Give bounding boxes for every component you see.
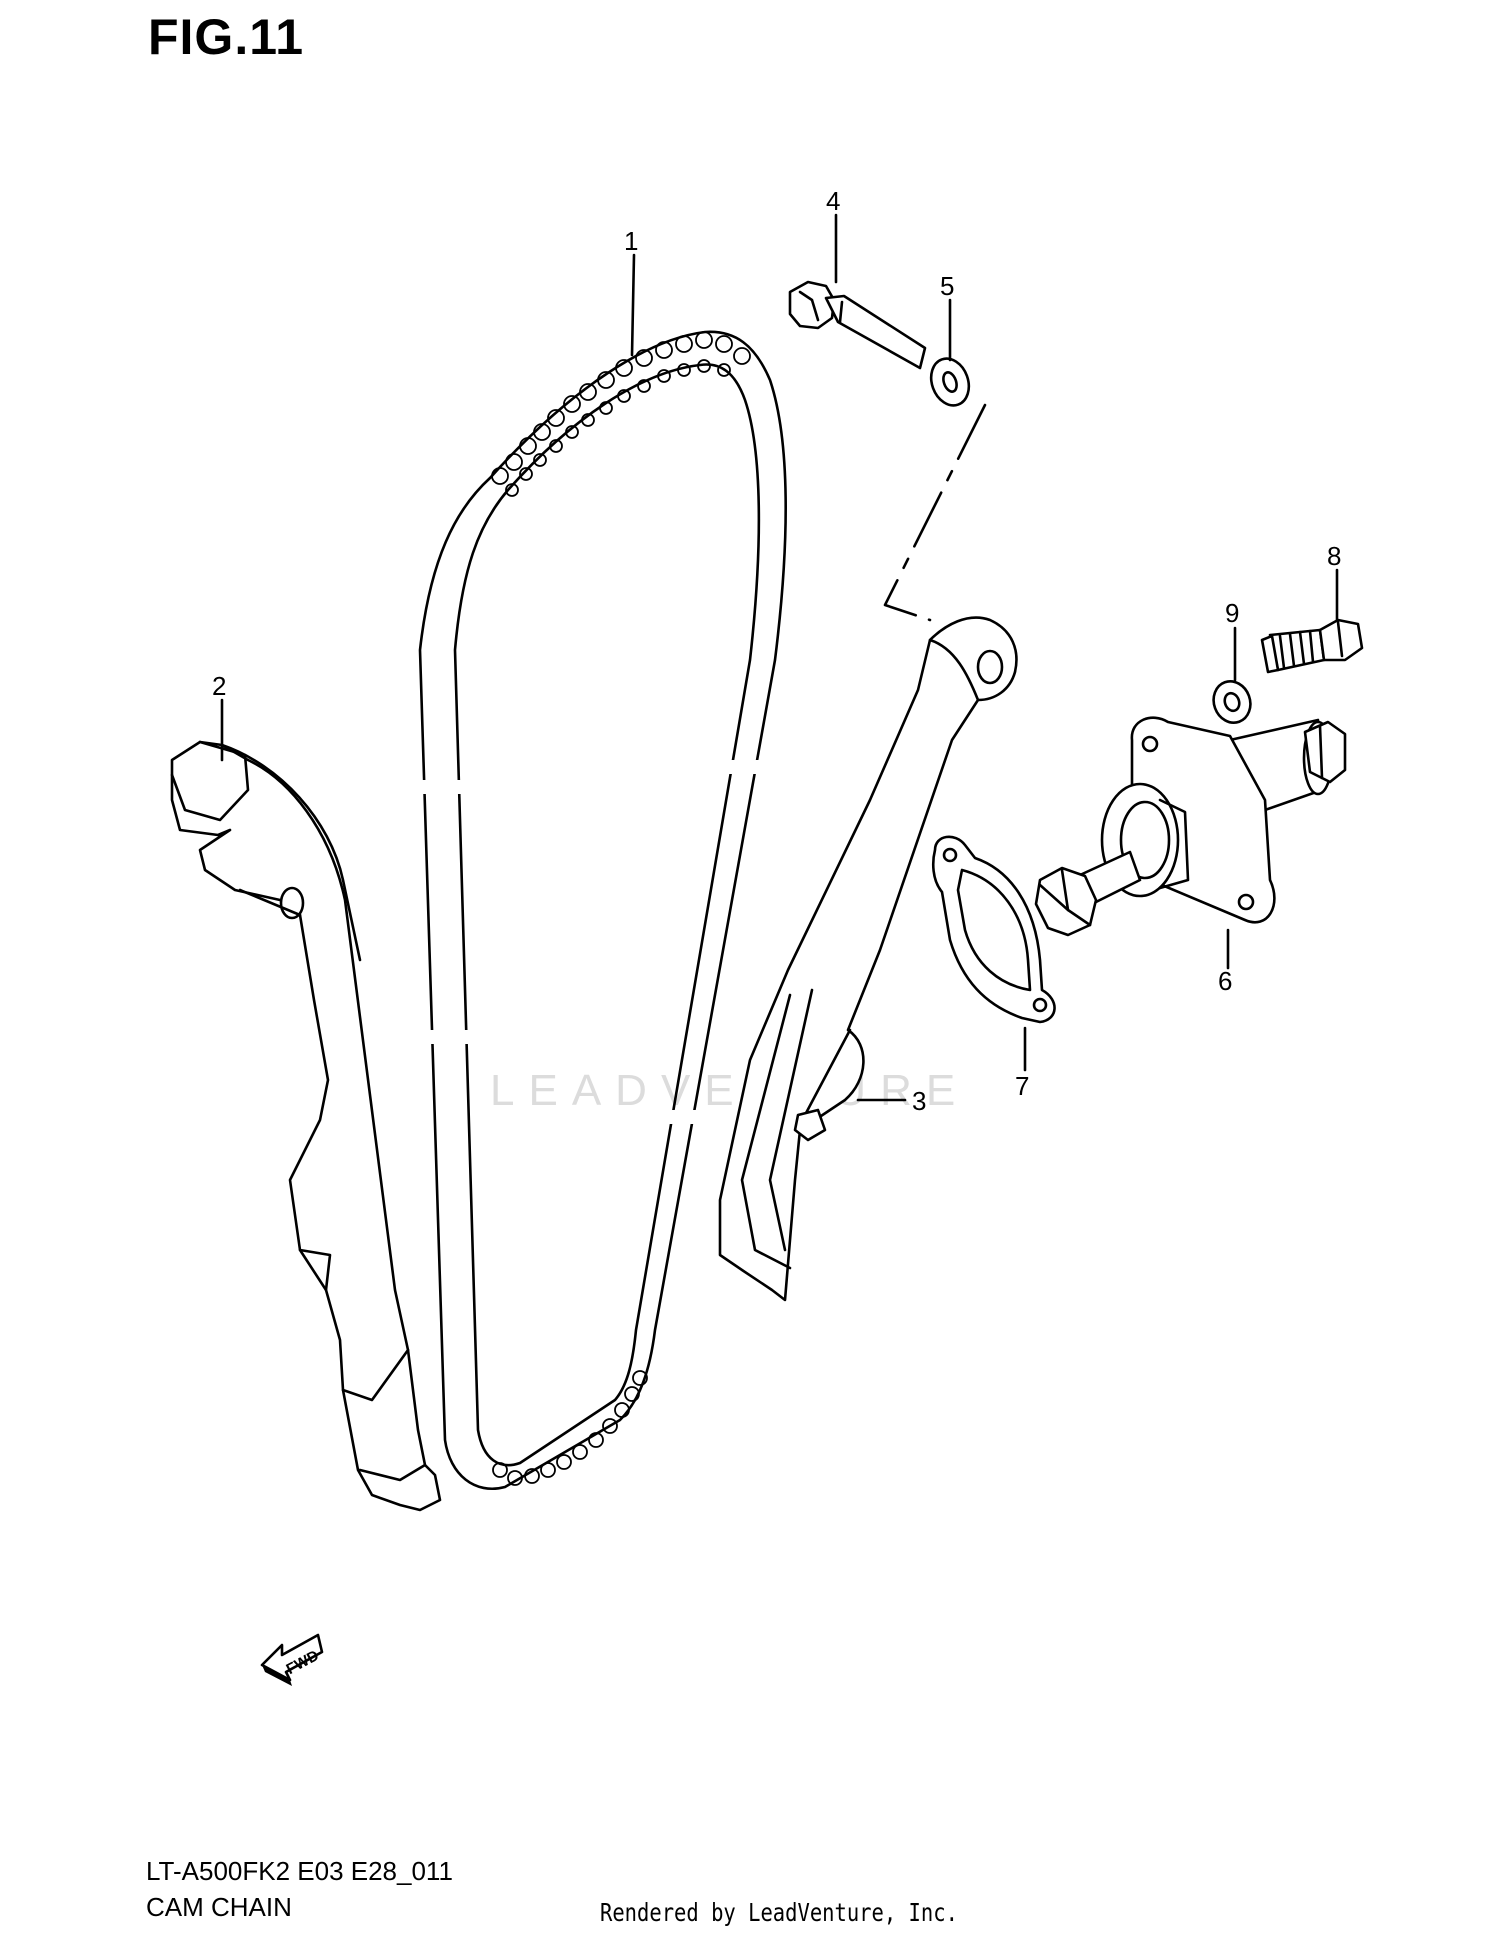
leader-lines — [220, 213, 1339, 1102]
cam-chain-tensioner — [1034, 716, 1347, 937]
part-label-2: 2 — [212, 671, 226, 701]
watermark-text: LEADVENTURE — [490, 1066, 969, 1115]
gasket — [931, 835, 1056, 1024]
part-label-1: 1 — [624, 226, 638, 256]
pivot-bolt — [788, 280, 927, 370]
washer-5 — [929, 357, 971, 407]
part-label-6: 6 — [1218, 966, 1232, 996]
front-chain-guide — [170, 740, 442, 1512]
part-label-3: 3 — [912, 1086, 926, 1116]
fwd-arrow-icon: FWD — [260, 1633, 324, 1686]
part-label-5: 5 — [940, 271, 954, 301]
part-label-8: 8 — [1327, 541, 1341, 571]
part-label-9: 9 — [1225, 598, 1239, 628]
figure-title: FIG.11 — [148, 9, 305, 65]
bolt-8 — [1260, 618, 1364, 674]
part-label-4: 4 — [826, 186, 840, 216]
model-code: LT-A500FK2 E03 E28_011 — [146, 1856, 453, 1886]
cam-chain — [410, 330, 787, 1490]
render-credit: Rendered by LeadVenture, Inc. — [600, 1898, 958, 1927]
part-label-7: 7 — [1015, 1071, 1029, 1101]
washer-9 — [1212, 680, 1252, 724]
chain-tensioner-arm — [718, 616, 1018, 1302]
assembly-center-line — [883, 403, 987, 622]
section-name: CAM CHAIN — [146, 1892, 292, 1922]
